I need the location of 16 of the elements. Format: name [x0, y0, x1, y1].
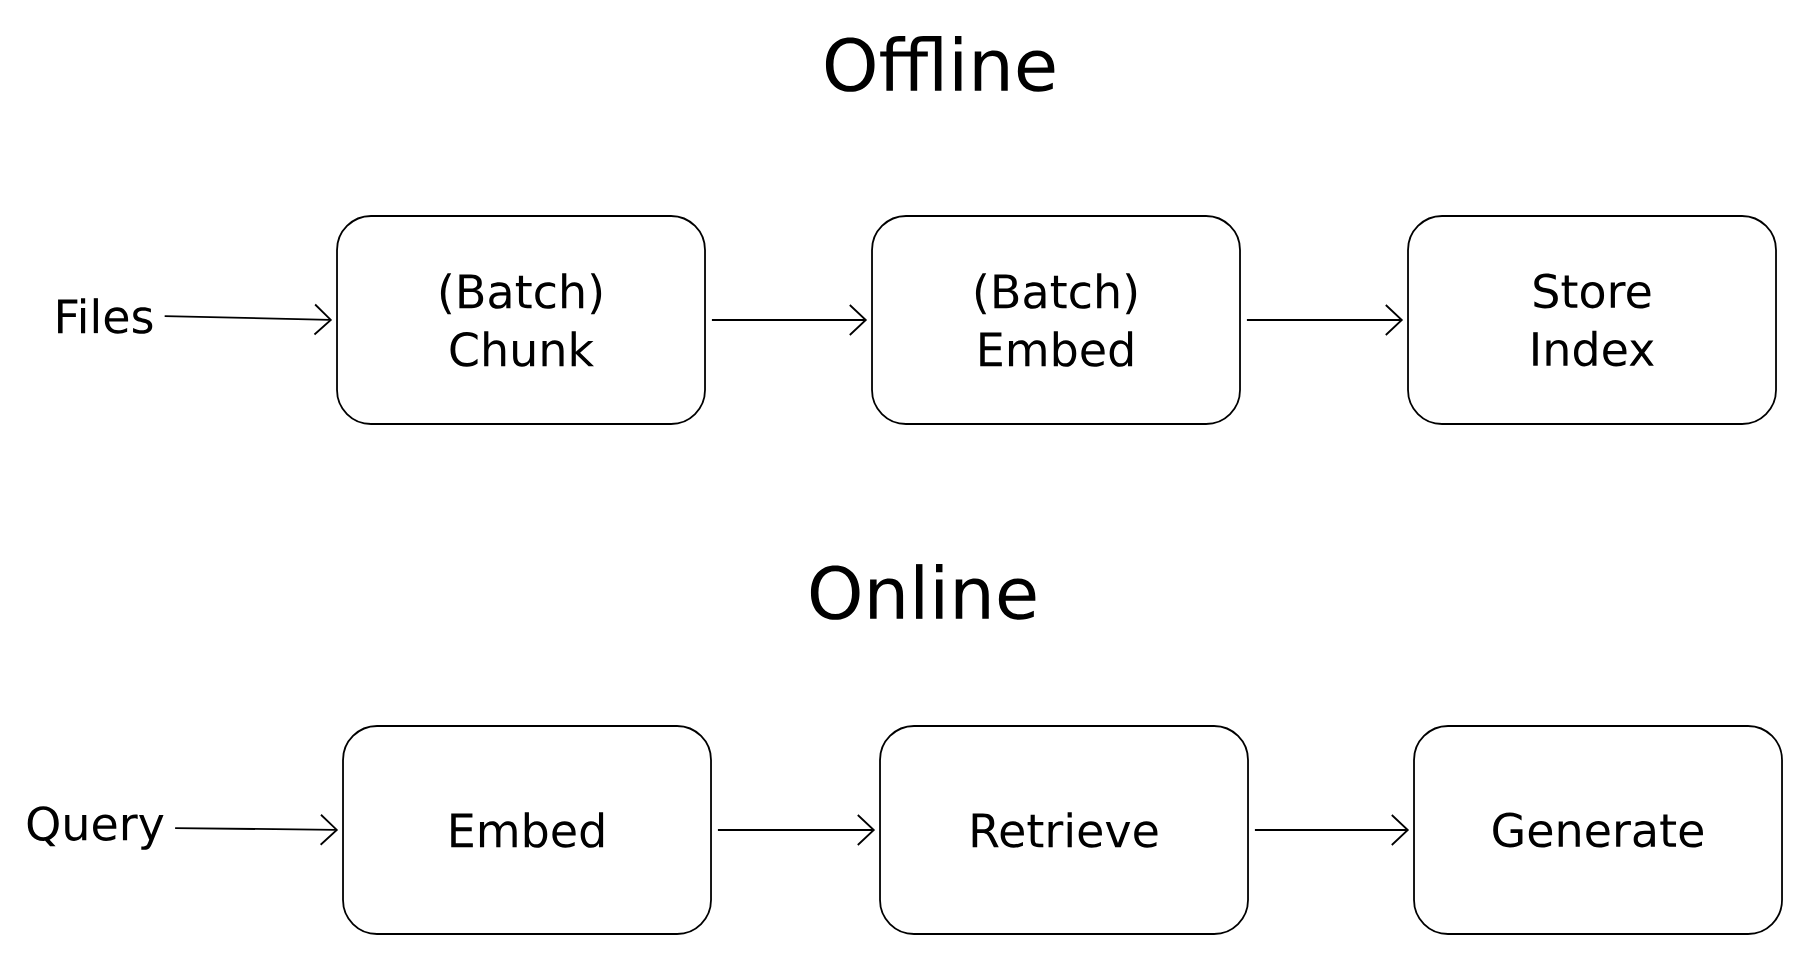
input-label: Files	[58, 298, 153, 334]
process-box: Embed	[342, 725, 712, 935]
input-label: Query	[27, 806, 164, 850]
section-heading: Online	[810, 564, 1036, 620]
arrow	[163, 303, 333, 336]
arrow	[1254, 814, 1410, 846]
arrow	[717, 814, 876, 846]
process-box: (Batch) Chunk	[336, 215, 706, 425]
process-box: (Batch) Embed	[871, 215, 1241, 425]
process-box: Generate	[1413, 725, 1783, 935]
process-box: Retrieve	[879, 725, 1249, 935]
arrow	[1246, 304, 1404, 336]
arrow	[174, 813, 339, 846]
arrow	[711, 304, 868, 336]
section-heading: Offline	[825, 36, 1055, 92]
process-box: Store Index	[1407, 215, 1777, 425]
